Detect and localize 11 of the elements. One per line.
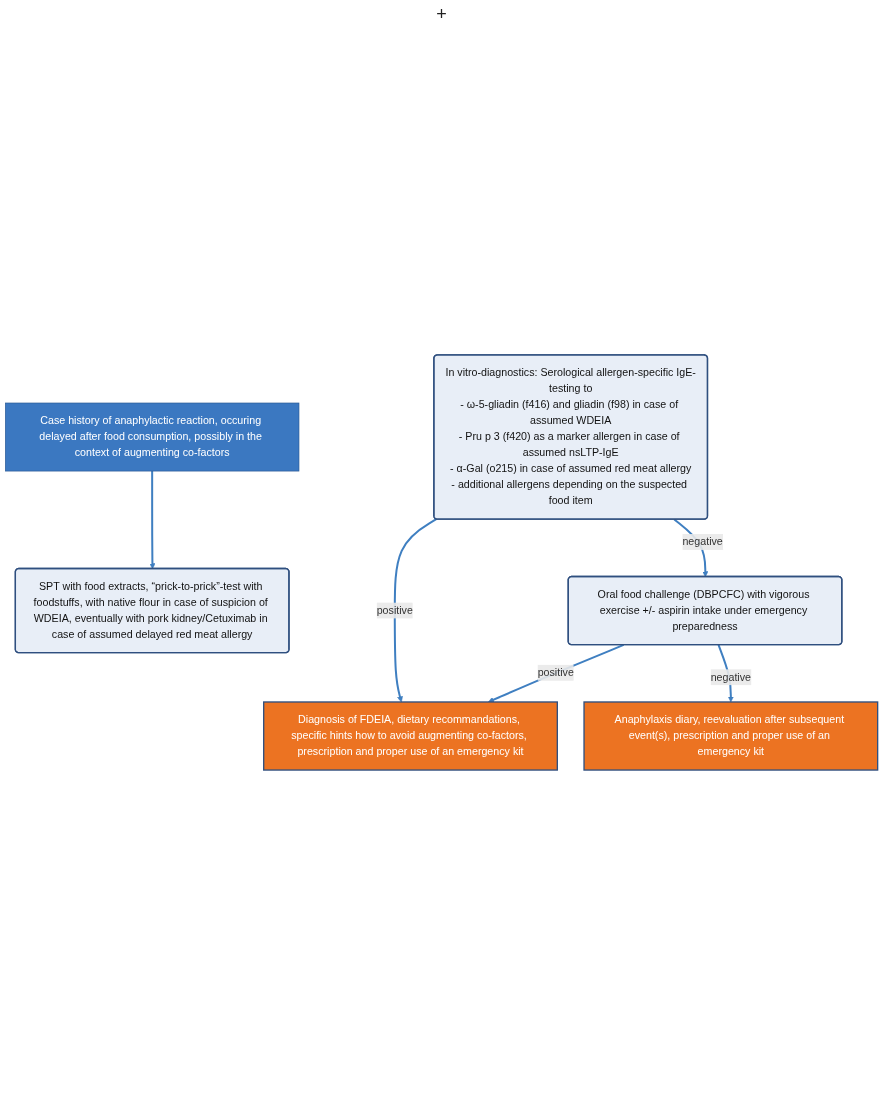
arrow bbox=[488, 643, 625, 703]
arrow bbox=[393, 518, 438, 703]
arrow bbox=[149, 470, 156, 570]
edge-label: negative bbox=[710, 671, 752, 683]
edge-label: negative bbox=[682, 535, 723, 548]
plus-sign: + bbox=[436, 4, 447, 24]
node-box: Case history of anaphylactic reaction, occuring delayed after food consumption, possibly in the context of augmenting co-factors bbox=[5, 402, 300, 472]
edge-label: positive bbox=[376, 604, 413, 616]
node-box: Diagnosis of FDEIA, dietary recommandations, specific hints how to avoid augmenting co-factors, prescription and proper use of an emergency kit bbox=[263, 701, 558, 771]
node-box: Anaphylaxis diary, reevaluation after subsequent event(s), prescription and proper use of an emergency kit bbox=[583, 701, 879, 771]
edge-label: positive bbox=[537, 666, 574, 679]
